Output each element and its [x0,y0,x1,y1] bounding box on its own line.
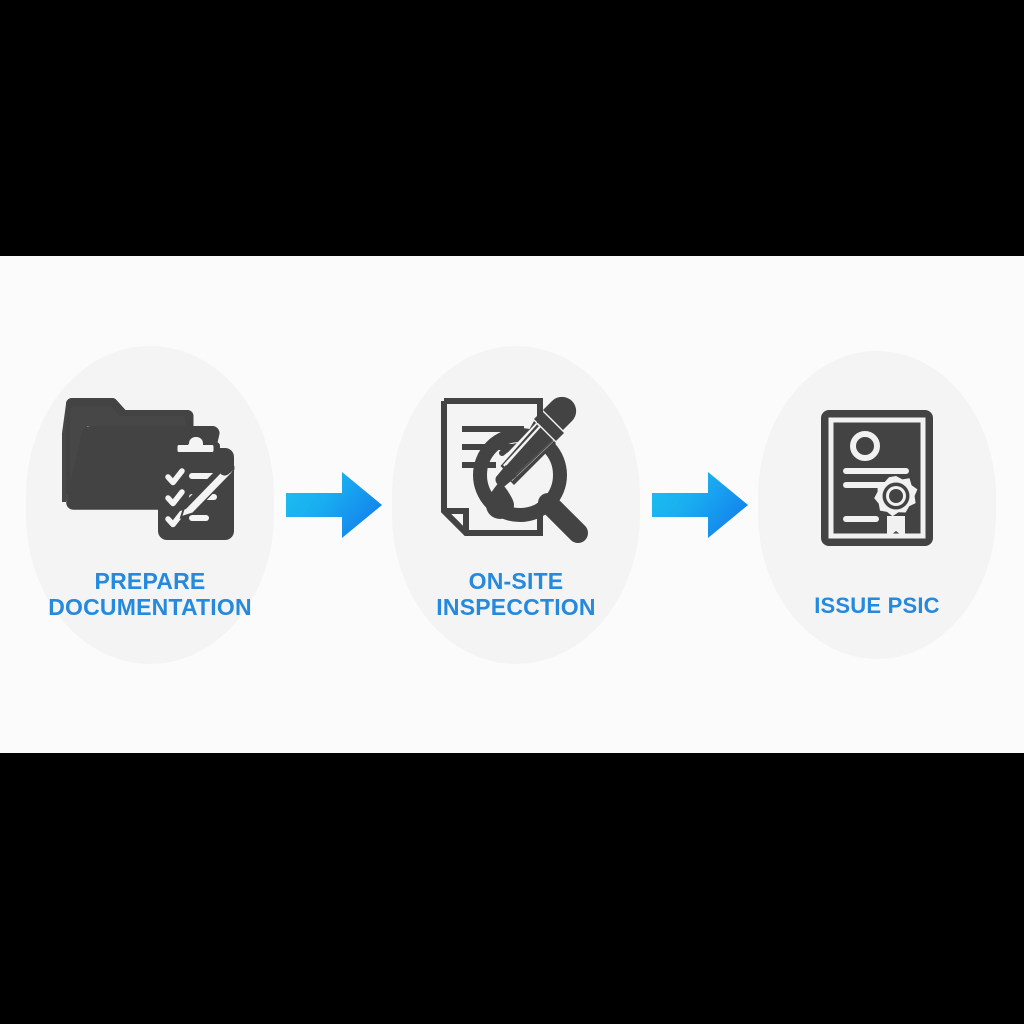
process-flow-diagram: PREPARE DOCUMENTATION [0,256,1024,753]
pencil-part [179,460,235,519]
arrow-right-icon [652,471,748,538]
process-step-label-line-1: PREPARE [94,567,206,594]
certificate-seal-icon [817,403,937,553]
process-step-label-line-1: ON-SITE [468,567,564,594]
process-step-label-line-2: DOCUMENTATION [48,594,252,621]
process-step-label: ON-SITE INSPECCTION [401,568,631,621]
document-magnifier-dropper-icon [436,394,596,544]
arrow-right-icon [286,471,382,538]
process-step-label-line-2: INSPECCTION [436,594,596,621]
process-step-label: PREPARE DOCUMENTATION [35,568,265,621]
process-step-prepare-documentation[interactable]: PREPARE DOCUMENTATION [26,345,274,664]
process-step-label: ISSUE PSIC [762,593,992,619]
process-step-on-site-inspection[interactable]: ON-SITE INSPECCTION [392,345,640,664]
diagram-canvas: PREPARE DOCUMENTATION [0,256,1024,753]
process-step-issue-psic[interactable]: ISSUE PSIC [758,350,996,659]
process-connector-2 [648,471,752,538]
folder-clipboard-pencil-icon [62,394,238,544]
process-connector-1 [282,471,386,538]
process-step-label-line-1: ISSUE PSIC [814,592,940,618]
